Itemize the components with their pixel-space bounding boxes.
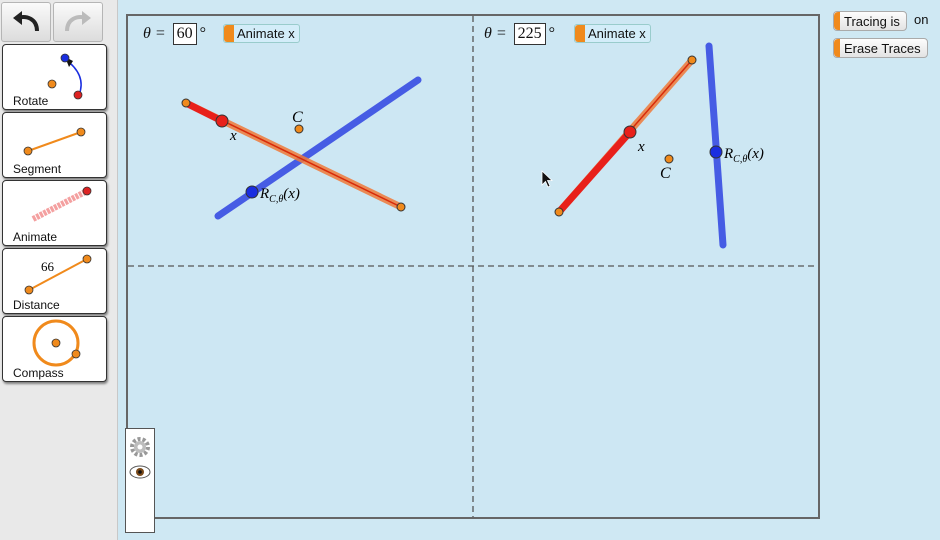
center-label: C xyxy=(660,165,671,182)
undo-button[interactable] xyxy=(1,2,51,42)
center-label: C xyxy=(292,109,303,126)
segment-endpoint[interactable] xyxy=(181,98,191,108)
tool-label: Rotate xyxy=(13,94,49,108)
button-tab xyxy=(834,39,840,57)
tool-label: Distance xyxy=(13,298,60,312)
tool-label: Animate xyxy=(13,230,58,244)
tool-panel: Rotate Segment Animate 66 Distance xyxy=(0,0,118,540)
widget-icons xyxy=(129,437,151,479)
point-label: x xyxy=(229,128,237,144)
side-widget xyxy=(125,428,155,533)
redo-button[interactable] xyxy=(53,2,103,42)
segment-endpoint[interactable] xyxy=(687,55,697,65)
point-x[interactable] xyxy=(623,125,637,139)
degree-symbol: ° xyxy=(199,25,207,42)
theta-parameter-left: θ = 60 ° xyxy=(143,23,206,45)
center-point-c[interactable] xyxy=(664,154,674,164)
animate-label: Animate x xyxy=(237,26,295,41)
mouse-cursor-icon xyxy=(541,170,554,188)
segment-icon xyxy=(23,127,86,156)
degree-symbol: ° xyxy=(548,25,556,42)
button-tab xyxy=(834,12,840,30)
rotation-label: RC,θ(x) xyxy=(259,186,300,205)
button-tab xyxy=(224,25,234,42)
tool-distance[interactable]: 66 Distance xyxy=(2,248,107,314)
point-x[interactable] xyxy=(215,114,229,128)
segment-endpoint[interactable] xyxy=(396,202,406,212)
animate-icon xyxy=(31,186,92,222)
tool-segment[interactable]: Segment xyxy=(2,112,107,178)
rotated-point[interactable] xyxy=(245,185,259,199)
animate-x-button[interactable]: Animate x xyxy=(223,24,300,43)
tool-label: Segment xyxy=(13,162,62,176)
compass-icon xyxy=(32,319,81,367)
animate-label: Animate x xyxy=(588,26,646,41)
rotation-label: RC,θ(x) xyxy=(723,146,764,165)
tracing-label: Tracing is xyxy=(844,13,900,29)
tool-animate[interactable]: Animate xyxy=(2,180,107,246)
tool-label: Compass xyxy=(13,366,64,380)
segment-highlight xyxy=(182,99,226,125)
theta-label: θ = xyxy=(484,25,507,42)
rotated-point[interactable] xyxy=(709,145,723,159)
tool-rotate[interactable]: Rotate xyxy=(2,44,107,110)
theta-label: θ = xyxy=(143,25,166,42)
rotate-icon xyxy=(47,53,83,100)
tracing-toggle-button[interactable]: Tracing is xyxy=(833,11,907,31)
erase-label: Erase Traces xyxy=(844,40,921,56)
segment-endpoint[interactable] xyxy=(554,207,564,217)
button-tab xyxy=(575,25,585,42)
redo-arrow-icon xyxy=(65,11,91,32)
theta-input[interactable]: 225 xyxy=(513,23,546,45)
point-label: x xyxy=(637,139,645,155)
tool-compass[interactable]: Compass xyxy=(2,316,107,382)
distance-value: 66 xyxy=(41,259,54,274)
theta-input[interactable]: 60 xyxy=(172,23,197,45)
center-point-c[interactable] xyxy=(294,124,304,134)
eye-icon[interactable] xyxy=(129,465,151,479)
gear-icon[interactable] xyxy=(130,437,150,457)
tracing-state: on xyxy=(914,12,929,27)
animate-x-button[interactable]: Animate x xyxy=(574,24,651,43)
segment-highlight xyxy=(555,128,634,216)
sketch-canvas[interactable]: C x RC,θ(x) C x RC,θ(x) θ = 60 ° Animate… xyxy=(126,14,820,519)
geometry-drawing[interactable]: C x RC,θ(x) C x RC,θ(x) xyxy=(128,16,818,517)
undo-arrow-icon xyxy=(13,11,39,32)
erase-traces-button[interactable]: Erase Traces xyxy=(833,38,928,58)
distance-icon xyxy=(24,254,92,295)
theta-parameter-right: θ = 225 ° xyxy=(484,23,555,45)
